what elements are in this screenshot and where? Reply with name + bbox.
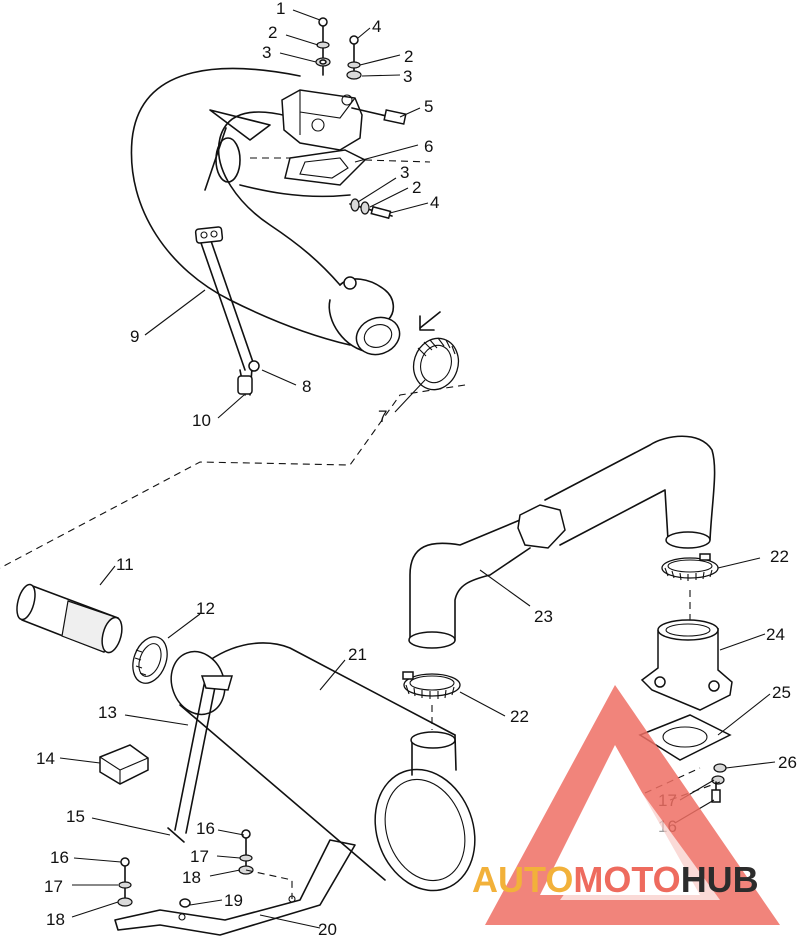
watermark-hub: HUB: [681, 859, 759, 900]
watermark-text: AUTOMOTOHUB: [472, 859, 759, 900]
callout-22: 22: [770, 547, 789, 566]
head-pipe-assembly: [130, 17, 460, 396]
callout-2: 2: [404, 47, 413, 66]
callout-19: 19: [224, 891, 243, 910]
callout-8: 8: [302, 377, 311, 396]
assembly-line-upper: [0, 384, 466, 569]
watermark-moto: MOTO: [573, 859, 680, 900]
callout-7: 7: [378, 407, 387, 426]
callout-17: 17: [190, 847, 209, 866]
callout-15: 15: [66, 807, 85, 826]
callout-16: 16: [196, 819, 215, 838]
callout-22: 22: [510, 707, 529, 726]
callout-17: 17: [44, 877, 63, 896]
rear-pipe-assembly: [16, 435, 733, 936]
callout-26: 26: [778, 753, 797, 772]
callout-24: 24: [766, 625, 785, 644]
callout-18: 18: [46, 910, 65, 929]
callout-25: 25: [772, 683, 791, 702]
callout-1: 1: [276, 0, 285, 18]
callout-3: 3: [262, 43, 271, 62]
logo-triangle-mark: [485, 685, 780, 925]
callout-3: 3: [400, 163, 409, 182]
callout-11: 11: [116, 555, 134, 574]
watermark-logo: [485, 685, 780, 925]
callout-5: 5: [424, 97, 433, 116]
callout-18: 18: [182, 868, 201, 887]
callout-21: 21: [348, 645, 367, 664]
callout-9: 9: [130, 327, 139, 346]
callout-2: 2: [412, 178, 421, 197]
callout-10: 10: [192, 411, 211, 430]
callout-14: 14: [36, 749, 55, 768]
callout-16: 16: [50, 848, 69, 867]
callout-20: 20: [318, 920, 337, 939]
callout-3: 3: [403, 67, 412, 86]
callout-labels: 1 2 3 4 2 3 5 6 3 2 4 9 8 10 7 11 12 21 …: [36, 0, 797, 939]
callout-13: 13: [98, 703, 117, 722]
callout-23: 23: [534, 607, 553, 626]
watermark-auto: AUTO: [472, 859, 573, 900]
callout-2: 2: [268, 23, 277, 42]
callout-4: 4: [372, 17, 381, 36]
callout-6: 6: [424, 137, 433, 156]
callout-12: 12: [196, 599, 215, 618]
callout-4: 4: [430, 193, 439, 212]
leader-lines: [59, 9, 776, 929]
